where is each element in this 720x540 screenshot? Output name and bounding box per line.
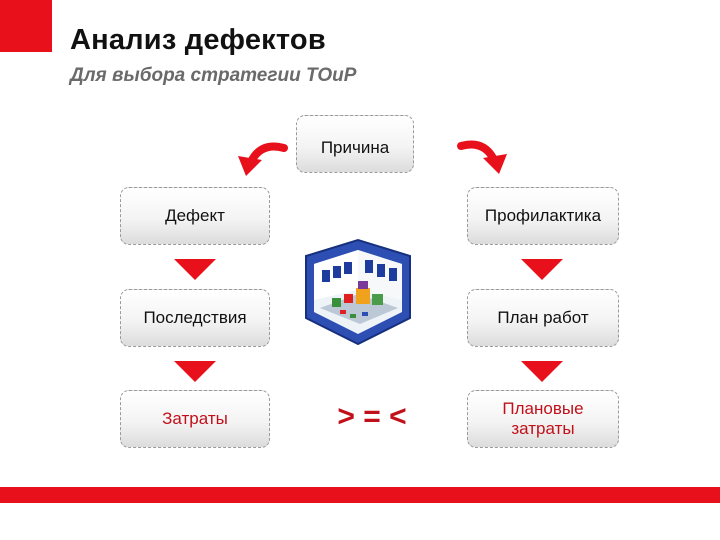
footer-red-bar (0, 487, 720, 503)
defect-box: Дефект (120, 187, 270, 245)
brand-red-square (0, 0, 52, 52)
slide-title: Анализ дефектов (70, 24, 326, 56)
slide-subtitle: Для выбора стратегии ТОиР (70, 65, 357, 86)
comparison-sign: > = < (337, 400, 407, 433)
arrow-down-icon (521, 259, 563, 280)
defect-label: Дефект (165, 206, 225, 226)
planned-costs-box: Плановые затраты (467, 390, 619, 448)
costs-label: Затраты (162, 409, 228, 429)
consequences-label: Последствия (143, 308, 247, 328)
curved-arrow-left-icon (238, 142, 288, 176)
work-plan-label: План работ (497, 308, 589, 328)
cause-box: Причина (296, 115, 414, 173)
planned-costs-label: Плановые затраты (502, 399, 584, 438)
arrow-down-icon (174, 361, 216, 382)
work-plan-box: План работ (467, 289, 619, 347)
curved-arrow-right-icon (457, 140, 507, 174)
prevention-label: Профилактика (484, 206, 602, 226)
factory-building-icon (305, 238, 411, 346)
consequences-box: Последствия (120, 289, 270, 347)
prevention-box: Профилактика (467, 187, 619, 245)
cause-label: Причина (320, 138, 390, 157)
costs-box: Затраты (120, 390, 270, 448)
arrow-down-icon (521, 361, 563, 382)
arrow-down-icon (174, 259, 216, 280)
